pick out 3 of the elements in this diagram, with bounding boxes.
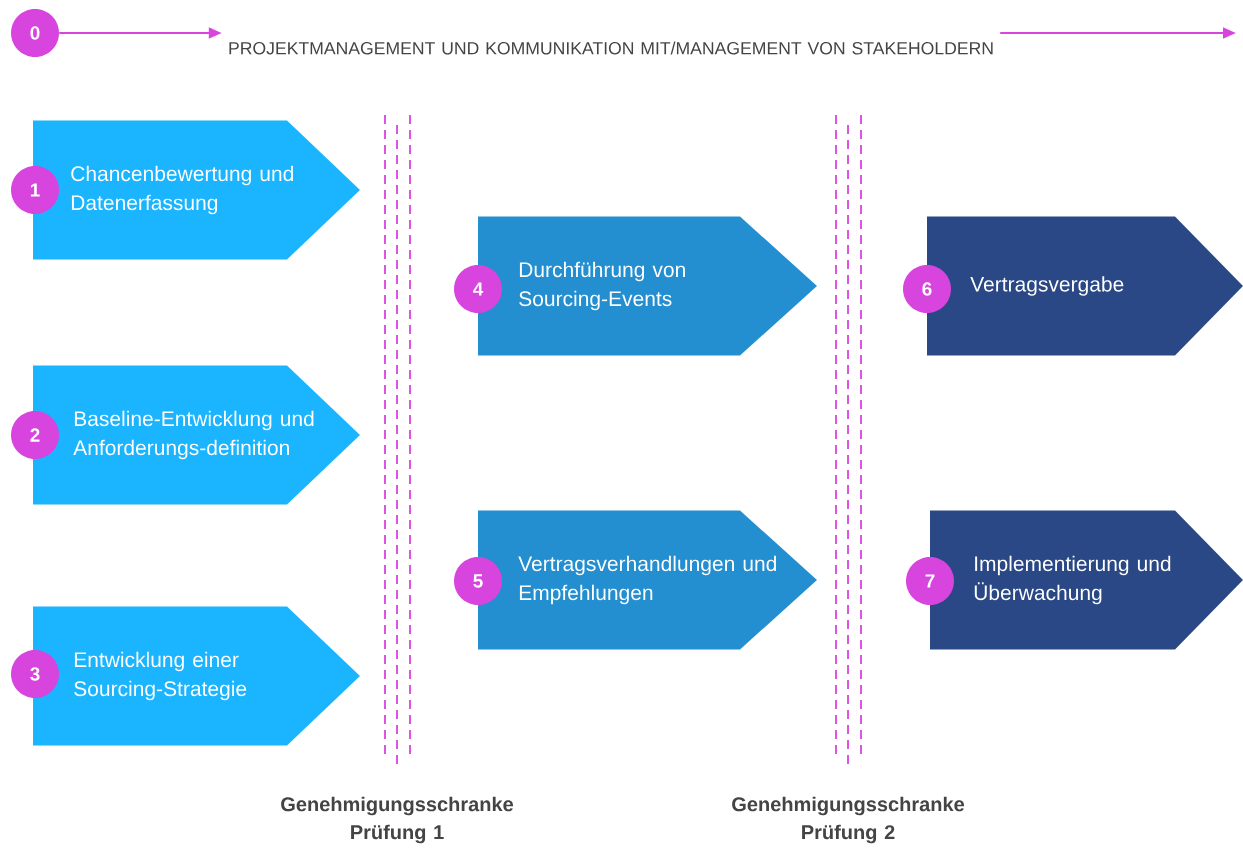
- heading-text: PROJEKTMANAGEMENT UND KOMMUNIKATION MIT/MANAGEMENT VON STAKEHOLDERN: [229, 41, 993, 55]
- gate-label: Genehmigungsschranke Prüfung 2: [732, 796, 965, 844]
- gate-label: Genehmigungsschranke Prüfung 1: [281, 796, 514, 844]
